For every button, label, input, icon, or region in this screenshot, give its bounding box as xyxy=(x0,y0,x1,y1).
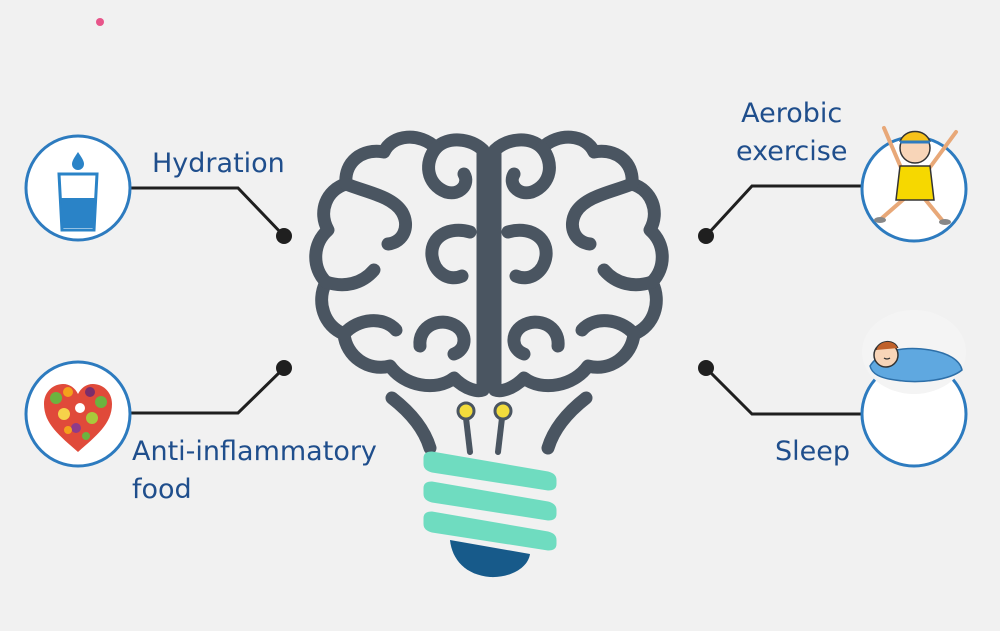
label-food-line2: food xyxy=(132,474,192,505)
bulb-neck xyxy=(385,391,593,455)
label-sleep: Sleep xyxy=(775,433,850,471)
label-aerobic-line1: Aerobic xyxy=(741,98,843,129)
connector-aerobic xyxy=(704,184,862,238)
food-heart-icon xyxy=(24,360,132,468)
decorative-dot xyxy=(96,18,104,26)
label-food-line1: Anti-inflammatory xyxy=(132,436,377,467)
label-aerobic: Aerobic exercise xyxy=(736,95,847,171)
label-food: Anti-inflammatory food xyxy=(132,433,377,509)
connector-food xyxy=(130,366,286,415)
sleeping-child-icon xyxy=(860,310,968,468)
connectors xyxy=(130,184,862,416)
label-hydration: Hydration xyxy=(152,145,285,183)
connector-sleep xyxy=(704,366,862,416)
filament-bulb-right xyxy=(493,401,513,421)
water-glass-icon xyxy=(24,134,132,242)
label-aerobic-line2: exercise xyxy=(736,136,848,167)
connector-hydration xyxy=(130,186,286,238)
bulb-base xyxy=(423,451,557,551)
label-sleep-text: Sleep xyxy=(775,436,851,467)
connector-dots xyxy=(276,228,714,376)
filaments xyxy=(463,415,505,455)
exercising-girl-icon xyxy=(860,126,968,243)
label-hydration-text: Hydration xyxy=(152,148,285,179)
brain-icon xyxy=(309,130,669,398)
bulb-cap xyxy=(450,540,530,578)
filament-bulb-left xyxy=(456,401,476,421)
